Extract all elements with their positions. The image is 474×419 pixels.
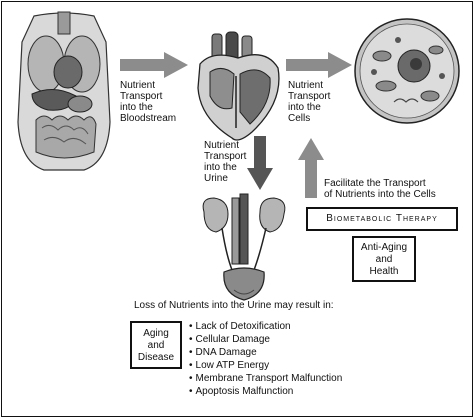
arrow-to-bloodstream	[120, 52, 188, 78]
arrow-facilitate-up	[298, 138, 324, 198]
loss-effect-item: Membrane Transport Malfunction	[189, 372, 469, 385]
label-transport-cells: Nutrient Transport into the Cells	[288, 80, 331, 124]
loss-effect-item: Low ATP Energy	[189, 359, 469, 372]
aging-disease-box: Aging and Disease	[130, 321, 182, 369]
arrow-to-urine	[247, 136, 273, 190]
loss-heading: Loss of Nutrients into the Urine may res…	[134, 300, 334, 311]
loss-effects-list: Lack of Detoxification Cellular Damage D…	[189, 320, 469, 398]
loss-effect-item: Lack of Detoxification	[189, 320, 469, 333]
loss-effect-item: Cellular Damage	[189, 333, 469, 346]
arrow-to-cells	[286, 52, 352, 78]
loss-effect-item: DNA Damage	[189, 346, 469, 359]
heart-illustration	[197, 31, 280, 141]
anti-aging-health-box: Anti-Aging and Health	[352, 236, 416, 282]
label-transport-bloodstream: Nutrient Transport into the Bloodstream	[120, 80, 177, 124]
loss-effect-item: Apoptosis Malfunction	[189, 385, 469, 398]
biometabolic-therapy-box: Biometabolic Therapy	[306, 207, 458, 231]
label-facilitate-transport: Facilitate the Transport of Nutrients in…	[324, 178, 436, 200]
label-transport-urine: Nutrient Transport into the Urine	[204, 140, 247, 184]
kidney-bladder-illustration	[202, 193, 286, 301]
cell-illustration	[354, 18, 460, 124]
torso-organs-illustration	[17, 11, 111, 171]
